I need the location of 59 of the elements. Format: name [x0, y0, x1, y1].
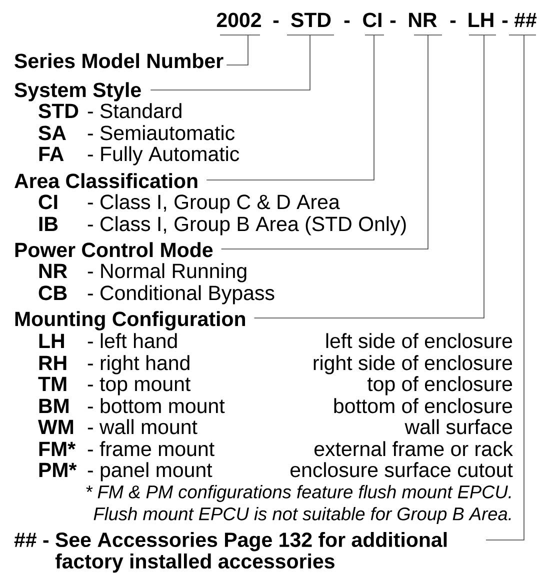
leader-line — [486, 34, 524, 540]
leader-line — [254, 34, 484, 318]
mounting-location: top of enclosure — [367, 376, 512, 396]
option-code: RH — [39, 356, 66, 370]
heading: Series Model Number — [14, 53, 224, 68]
mounting-location: wall surface — [404, 419, 512, 434]
option-code: PM* — [39, 462, 77, 477]
option-description: - Class I, Group C & D Area — [88, 194, 340, 214]
code-segment: ## — [508, 13, 537, 36]
option-code: LH — [39, 334, 64, 348]
code-segment: CI — [363, 12, 384, 36]
mounting-location: right side of enclosure — [314, 355, 512, 374]
option-description: - Standard — [88, 103, 182, 118]
option-code: BM — [39, 398, 68, 413]
option-description: - right hand — [88, 355, 190, 374]
heading: System Style — [14, 82, 141, 102]
option-code: CB — [38, 286, 67, 300]
option-code: IB — [39, 216, 58, 231]
separator-dash: - — [273, 20, 279, 23]
option-description: - Conditional Bypass — [88, 285, 274, 304]
option-description: - bottom mount — [88, 398, 225, 414]
mounting-location: external frame or rack — [314, 441, 513, 456]
option-description: - panel mount — [88, 462, 212, 482]
option-code: FM* — [39, 442, 76, 456]
mounting-location: bottom of enclosure — [334, 398, 512, 414]
mounting-location: enclosure surface cutout — [290, 462, 513, 478]
separator-dash: - — [344, 20, 350, 23]
heading: ## - See Accessories Page 132 for additional factory installed accessories — [14, 532, 447, 573]
option-code: TM — [38, 376, 66, 391]
option-description: - Normal Running — [88, 263, 246, 282]
leader-line — [226, 34, 248, 66]
code-segment: NR — [409, 12, 442, 36]
option-description: - Class I, Group B Area (STD Only) — [88, 216, 406, 236]
heading: Area Classification — [14, 173, 198, 188]
separator-dash: - — [390, 20, 396, 23]
leader-line — [220, 34, 428, 250]
leader-line — [150, 34, 310, 90]
mounting-location: left side of enclosure — [326, 333, 512, 348]
option-description: - Fully Automatic — [88, 146, 240, 166]
option-description: - left hand — [88, 333, 177, 348]
code-segment: LH — [468, 12, 496, 36]
option-code: FA — [39, 146, 64, 161]
code-segment: STD — [286, 12, 334, 36]
leader-line — [206, 34, 374, 180]
option-code: NR — [39, 264, 68, 278]
footnote: * FM & PM configurations feature flush mount EPCU. Flush mount EPCU is not suitable for Group B Area. — [86, 485, 511, 524]
heading: Power Control Mode — [15, 242, 213, 258]
separator-dash: - — [502, 20, 508, 23]
option-code: SA — [38, 126, 66, 140]
code-segment: 2002 — [216, 12, 261, 36]
option-description: - frame mount — [88, 441, 214, 456]
option-code: CI — [38, 194, 58, 210]
option-description: - wall mount — [88, 419, 198, 434]
option-code: STD — [38, 104, 78, 118]
option-description: - Semiautomatic — [88, 125, 235, 140]
separator-dash: - — [450, 20, 456, 23]
option-description: - top mount — [88, 378, 191, 396]
option-code: WM — [38, 420, 74, 434]
heading: Mounting Configuration — [15, 311, 245, 330]
